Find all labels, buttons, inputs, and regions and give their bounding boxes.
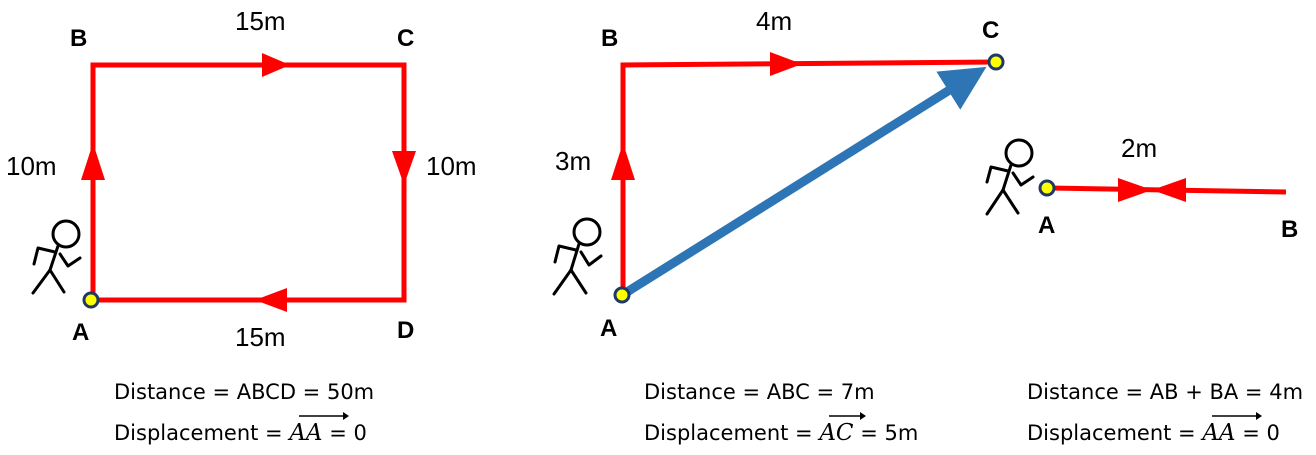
distance-caption: Distance = AB + BA = 4m xyxy=(1027,380,1303,404)
path-abc xyxy=(620,59,997,295)
vector-arrow-icon xyxy=(299,412,349,420)
start-point-marker-icon xyxy=(613,286,631,304)
direction-arrowhead-icon xyxy=(611,143,635,180)
direction-arrowhead-icon xyxy=(1118,178,1152,202)
stick-figure-walker-icon xyxy=(31,219,82,295)
point-label-b: B xyxy=(1281,216,1298,243)
diagram-right-angle-path: B C A 4m 3m Distance = ABC = 7m Displace… xyxy=(552,6,1005,446)
direction-arrowhead-icon xyxy=(262,53,290,77)
point-label-a: A xyxy=(600,315,617,342)
point-label-a: A xyxy=(1038,212,1055,239)
length-label-ab: 10m xyxy=(6,151,57,181)
stick-figure-walker-icon xyxy=(985,138,1035,216)
point-label-c: C xyxy=(982,17,999,44)
length-label-da: 15m xyxy=(235,322,286,352)
vector-arrow-icon xyxy=(829,412,866,420)
direction-arrowhead-icon xyxy=(770,52,802,76)
length-label-cd: 10m xyxy=(426,151,477,181)
stick-figure-walker-icon xyxy=(552,217,603,296)
diagram-round-trip-path: A B 2m Distance = AB + BA = 4m Displacem… xyxy=(985,133,1303,446)
direction-arrowhead-icon xyxy=(81,143,105,180)
direction-arrowhead-icon xyxy=(392,151,416,185)
displacement-caption: Displacement = AA = 0 xyxy=(114,420,367,446)
point-label-c: C xyxy=(397,25,414,52)
vector-arrow-icon xyxy=(1212,412,1262,420)
distance-caption: Distance = ABCD = 50m xyxy=(114,380,374,404)
start-point-marker-icon xyxy=(82,291,100,309)
point-label-a: A xyxy=(72,319,89,346)
point-label-b: B xyxy=(70,25,87,52)
displacement-caption: Displacement = AC = 5m xyxy=(644,420,918,446)
diagram-rectangle-path: B C A D 15m 10m 10m 15m Distance = ABCD … xyxy=(6,6,477,446)
start-point-marker-icon xyxy=(1038,179,1056,197)
length-label-ab: 2m xyxy=(1121,133,1157,163)
path-abcda xyxy=(90,62,407,303)
displacement-vector: AC xyxy=(817,420,854,446)
displacement-vector-ac xyxy=(624,66,987,296)
point-label-d: D xyxy=(397,317,414,344)
displacement-caption: Displacement = AA = 0 xyxy=(1027,420,1280,446)
displacement-vector: AA xyxy=(287,420,322,446)
direction-arrowhead-icon xyxy=(1152,178,1186,202)
length-label-ab: 3m xyxy=(555,146,591,176)
displacement-vector: AA xyxy=(1200,420,1235,446)
direction-arrowhead-icon xyxy=(255,288,287,312)
end-point-marker-icon xyxy=(987,53,1005,71)
distance-caption: Distance = ABC = 7m xyxy=(644,380,875,404)
length-label-bc: 4m xyxy=(756,6,792,36)
length-label-bc: 15m xyxy=(235,6,286,36)
point-label-b: B xyxy=(601,25,618,52)
